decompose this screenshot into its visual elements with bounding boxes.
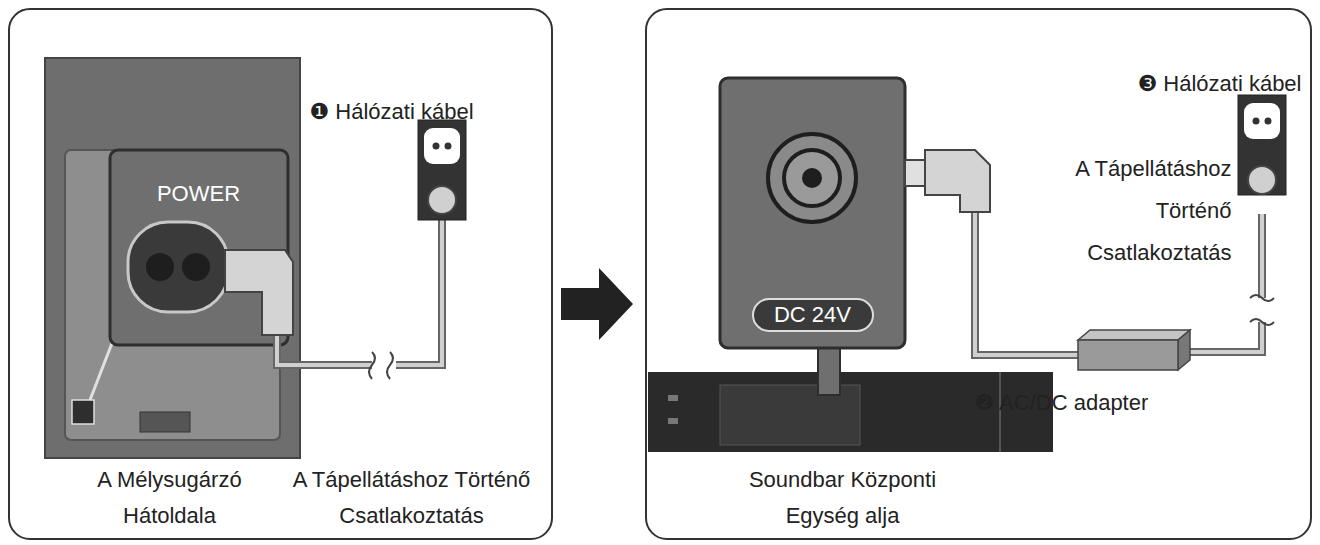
step-caption: A Tápellátáshoz Történő Csatlakoztatás [1052,148,1232,274]
dc-plug-tip [905,160,927,186]
cable [277,214,442,365]
socket-face [424,128,460,164]
cable [975,210,1262,355]
cable-callout: ❶ Hálózati kábel [310,94,550,130]
rear-jack [140,412,190,432]
socket-pin [433,143,440,150]
cable-break [369,352,393,379]
part-caption: Soundbar Központi Egység alja [743,462,943,534]
adapter-callout: ❷ AC/DC adapter [975,385,1215,421]
power-plug [225,250,293,335]
step-caption: A Tápellátáshoz Történő Csatlakoztatás [292,462,532,534]
socket-hole [146,253,174,281]
socket-hole [182,253,210,281]
socket-pin [1265,118,1272,125]
soundbar-mark [668,395,678,401]
part-caption: A Mélysugárzó Hátoldala [75,462,265,534]
inset-box [720,78,905,348]
inset-tab [818,343,840,395]
inset-leader [90,338,114,400]
subwoofer-body [45,58,300,458]
adapter-side [1178,330,1190,370]
dc-socket [768,134,856,222]
adapter-top [1078,330,1190,340]
step-panel: ❸ Hálózati kábel A Tápellátáshoz Történő … [645,8,1312,540]
port-label: POWER [110,176,288,212]
socket-face [1244,103,1280,139]
dc-socket-ring [784,150,840,206]
wall-socket [418,120,466,220]
dc-socket-pin [802,168,822,188]
cable-break [1250,295,1274,325]
mains-plug [1248,166,1276,194]
socket-pin [1253,118,1260,125]
dc-plug [925,150,990,212]
port-label: DC 24V [752,298,874,332]
figure8-socket [128,222,228,312]
socket-pin [445,143,452,150]
cable-outline [975,210,1262,355]
cable-callout: ❸ Hálózati kábel [1080,66,1302,102]
left-cable [225,120,466,379]
flow-arrow [561,268,633,340]
right-cable [905,95,1286,370]
soundbar-mark [668,418,678,424]
subwoofer-back [45,58,300,458]
wall-socket [1238,95,1286,195]
cable-outline [277,214,442,365]
adapter-front [1078,340,1178,370]
step-panel: ❶ Hálózati kábelPOWER A Mélysugárzó Hátol… [8,8,553,540]
power-connector [72,400,94,424]
mains-plug [428,186,456,214]
